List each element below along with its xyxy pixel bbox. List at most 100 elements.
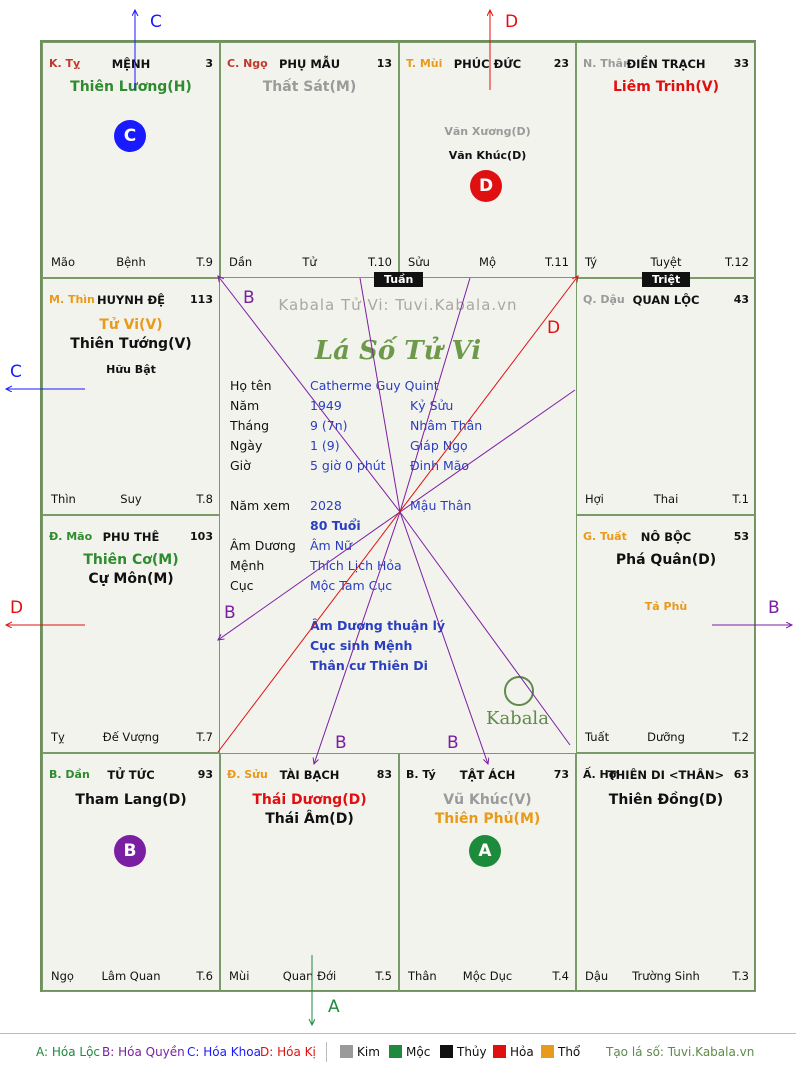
line-b-6 <box>399 511 571 746</box>
palace-name: TẬT ÁCH <box>459 768 516 782</box>
palace-stage: Lâm Quan <box>101 969 161 983</box>
legend-hoa-loc: A: Hóa Lộc <box>36 1045 101 1059</box>
line-b-5 <box>399 389 576 513</box>
value-menh: Thích Lịch Hỏa <box>310 558 402 573</box>
palace-stem-label: B. Dần <box>49 768 90 781</box>
palace-stem-label: N. Thân <box>583 57 631 70</box>
palace-stage: Tuyệt <box>650 255 682 269</box>
line-b-1 <box>218 276 401 513</box>
label-b-1: B <box>243 288 255 308</box>
palace-number: 83 <box>376 768 392 781</box>
label-top-c: C <box>150 12 162 32</box>
line-b-8 <box>399 277 471 513</box>
label-d-inner: D <box>547 318 561 338</box>
main-star: Vũ Khúc(V) <box>443 792 532 808</box>
palace-name: HUYNH ĐỆ <box>96 293 166 307</box>
palace-age: T.6 <box>196 969 213 983</box>
label-thang: Tháng <box>230 418 270 433</box>
palace-number: 3 <box>205 57 213 70</box>
tuan-marker: Tuần <box>374 272 424 287</box>
label-cuc: Cục <box>230 578 254 593</box>
palace-number: 23 <box>553 57 569 70</box>
hoa-loc-circle: A <box>469 835 501 867</box>
main-star: Liêm Trinh(V) <box>613 79 719 95</box>
label-top-d: D <box>505 12 519 32</box>
palace-stem-label: T. Mùi <box>406 57 443 70</box>
legend-hoa-ki: D: Hóa Kị <box>260 1045 316 1059</box>
main-star: Thiên Cơ(M) <box>83 552 179 568</box>
palace-number: 103 <box>190 530 213 543</box>
palace-name: THIÊN DI <THÂN> <box>607 768 725 782</box>
label-right-b: B <box>768 598 780 618</box>
label-nam: Năm <box>230 398 260 413</box>
palace-age: T.4 <box>552 969 569 983</box>
legend-site-link[interactable]: Tạo lá số: Tuvi.Kabala.vn <box>606 1045 755 1059</box>
palace-stem-label: Q. Dậu <box>583 293 625 306</box>
minor-star: Hữu Bật <box>106 363 156 376</box>
legend-thuy: Thủy <box>440 1045 487 1059</box>
palace-number: 113 <box>190 293 213 306</box>
palace-number: 43 <box>733 293 749 306</box>
palace-branch: Dậu <box>585 969 609 983</box>
palace-number: 93 <box>197 768 213 781</box>
line-d-diag <box>217 276 578 753</box>
label-ngay: Ngày <box>230 438 263 453</box>
palace-stem-label: C. Ngọ <box>227 57 268 70</box>
value-gio-can: Đinh Mão <box>410 458 470 473</box>
legend-moc: Mộc <box>389 1045 430 1059</box>
palace-stem-label: M. Thìn <box>49 293 95 306</box>
palace-number: 53 <box>733 530 749 543</box>
value-thang: 9 (7n) <box>310 418 348 433</box>
legend-bar: A: Hóa Lộc B: Hóa Quyền C: Hóa Khoa D: H… <box>0 1033 796 1071</box>
main-star: Tử Vi(V) <box>99 317 163 333</box>
palace-stem-label: Đ. Sửu <box>227 768 268 781</box>
palace-stage: Mộc Dục <box>462 969 513 983</box>
palace-number: 13 <box>376 57 392 70</box>
palace-branch: Tý <box>585 255 598 269</box>
label-menh: Mệnh <box>230 558 265 573</box>
palace-age: T.5 <box>375 969 392 983</box>
palace-stage: Tử <box>302 255 317 269</box>
legend-kim: Kim <box>340 1045 380 1059</box>
palace-name: TÀI BẠCH <box>279 768 340 782</box>
palace-name: NÔ BỘC <box>640 530 692 544</box>
palace-age: T.2 <box>732 730 749 744</box>
label-b-4: B <box>447 733 459 753</box>
palace-age: T.8 <box>196 492 213 506</box>
value-ngay: 1 (9) <box>310 438 340 453</box>
hoa-khoa-circle: C <box>114 120 146 152</box>
hoa-quyen-circle: B <box>114 835 146 867</box>
kabala-logo-icon <box>504 676 534 706</box>
legend-hoa: Hỏa <box>493 1045 534 1059</box>
legend-hoa-khoa: C: Hóa Khoa <box>187 1045 261 1059</box>
palace-stage: Quan Đới <box>282 969 337 983</box>
main-star: Thái Dương(D) <box>252 792 367 808</box>
label-b-3: B <box>335 733 347 753</box>
palace-branch: Thìn <box>51 492 76 506</box>
palace-name: PHU THÊ <box>102 530 160 544</box>
kabala-logo-text: Kabala <box>486 708 549 729</box>
label-left-d: D <box>10 598 24 618</box>
palace-branch: Mùi <box>229 969 250 983</box>
line-b-2 <box>218 511 401 640</box>
palace-branch: Tỵ <box>51 730 65 744</box>
value-nam: 1949 <box>310 398 342 413</box>
center-title: Lá Số Tử Vi <box>314 336 482 366</box>
palace-name: PHÚC ĐỨC <box>453 57 522 71</box>
value-am-duong: Âm Nữ <box>310 538 352 553</box>
label-am-duong: Âm Dương <box>230 538 296 553</box>
center-panel: Kabala Tử Vi: Tuvi.Kabala.vn Lá Số Tử Vi… <box>220 278 576 753</box>
palace-age: T.3 <box>732 969 749 983</box>
